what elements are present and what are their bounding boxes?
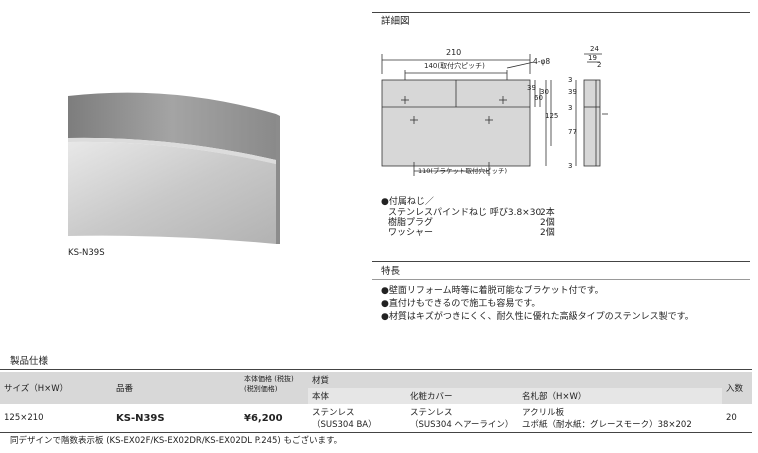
side-3c: 3 [568,162,573,170]
side-3b: 3 [568,104,573,112]
cell-qty: 20 [726,413,737,423]
dim-hole: 4-φ8 [533,57,551,66]
dim-30: 30 [540,88,549,96]
product-image [62,88,284,248]
cell-price: ¥6,200 [244,412,283,424]
features-rule [372,261,750,262]
product-illustration [68,92,280,244]
product-caption: KS-N39S [68,248,105,258]
spec-note: 同デザインで階数表示板 (KS-EX02F/KS-EX02DR/KS-EX02D… [10,436,343,446]
dim-110: 110(ブラケット取付穴ピッチ) [418,167,507,175]
spec-rule [0,369,752,370]
accessory-0: ●付属ねじ／ [381,197,434,207]
dim-125: 125 [545,112,559,120]
accessory-2-qty: 2個 [540,218,555,228]
feature-1: ●直付けもできるので施工も容易です。 [381,299,541,309]
hdr-size: サイズ（H×W） [0,372,112,404]
hdr-price: 本体価格 (税抜) (税別価格) [240,372,308,404]
side-3a: 3 [568,76,573,84]
dim-210: 210 [446,48,462,57]
feature-2: ●材質はキズがつきにくく、耐久性に優れた高級タイプのステンレス製です。 [381,312,694,322]
hdr-qty: 入数 [722,372,752,404]
detail-title: 詳細図 [381,16,410,27]
spec-table: サイズ（H×W） 品番 本体価格 (税抜) (税別価格) 材質 入数 本体 化粧… [0,372,752,433]
cell-cover: ステンレス （SUS304 ヘアーライン） [410,408,514,430]
feature-0: ●壁面リフォーム時等に着脱可能なブラケット付です。 [381,286,604,296]
spec-title: 製品仕様 [10,356,49,367]
spec-header-row: サイズ（H×W） 品番 本体価格 (税抜) (税別価格) 材質 入数 [0,372,752,404]
detail-drawing [381,53,608,176]
dim-140: 140(取付穴ピッチ) [424,62,485,70]
dim-60: 60 [534,94,543,102]
spec-data-row: 125×210 KS-N39S ¥6,200 ステンレス （SUS304 BA）… [0,404,752,433]
features-underline [372,279,750,280]
dim-39: 39 [527,84,536,92]
side-77: 77 [568,128,577,136]
detail-rule [372,12,750,13]
side-39: 39 [568,88,577,96]
spec-subheader-row: 本体 化粧カバー 名札部（H×W） [0,388,752,404]
side-24: 24 [590,45,599,53]
cell-size: 125×210 [4,413,44,423]
hdr-cover: 化粧カバー [406,388,518,404]
hdr-material: 材質 [308,372,722,388]
accessory-3-qty: 2個 [540,228,555,238]
side-2: 2 [597,61,602,69]
accessory-1-qty: 2本 [540,208,555,218]
hdr-nameplate: 名札部（H×W） [518,388,722,404]
features-title: 特長 [381,266,401,277]
hdr-body: 本体 [308,388,406,404]
accessory-1: ステンレスパインドねじ 呼び3.8×30 [388,208,542,218]
accessory-2: 樹脂プラグ [388,218,434,228]
accessory-3: ワッシャー [388,228,434,238]
cell-body: ステンレス （SUS304 BA） [312,408,377,430]
cell-nameplate: アクリル板 ユポ紙（耐水紙：グレースモーク）38×202 [522,408,692,430]
cell-code: KS-N39S [116,412,165,424]
side-19: 19 [588,54,597,62]
hdr-code: 品番 [112,372,240,404]
